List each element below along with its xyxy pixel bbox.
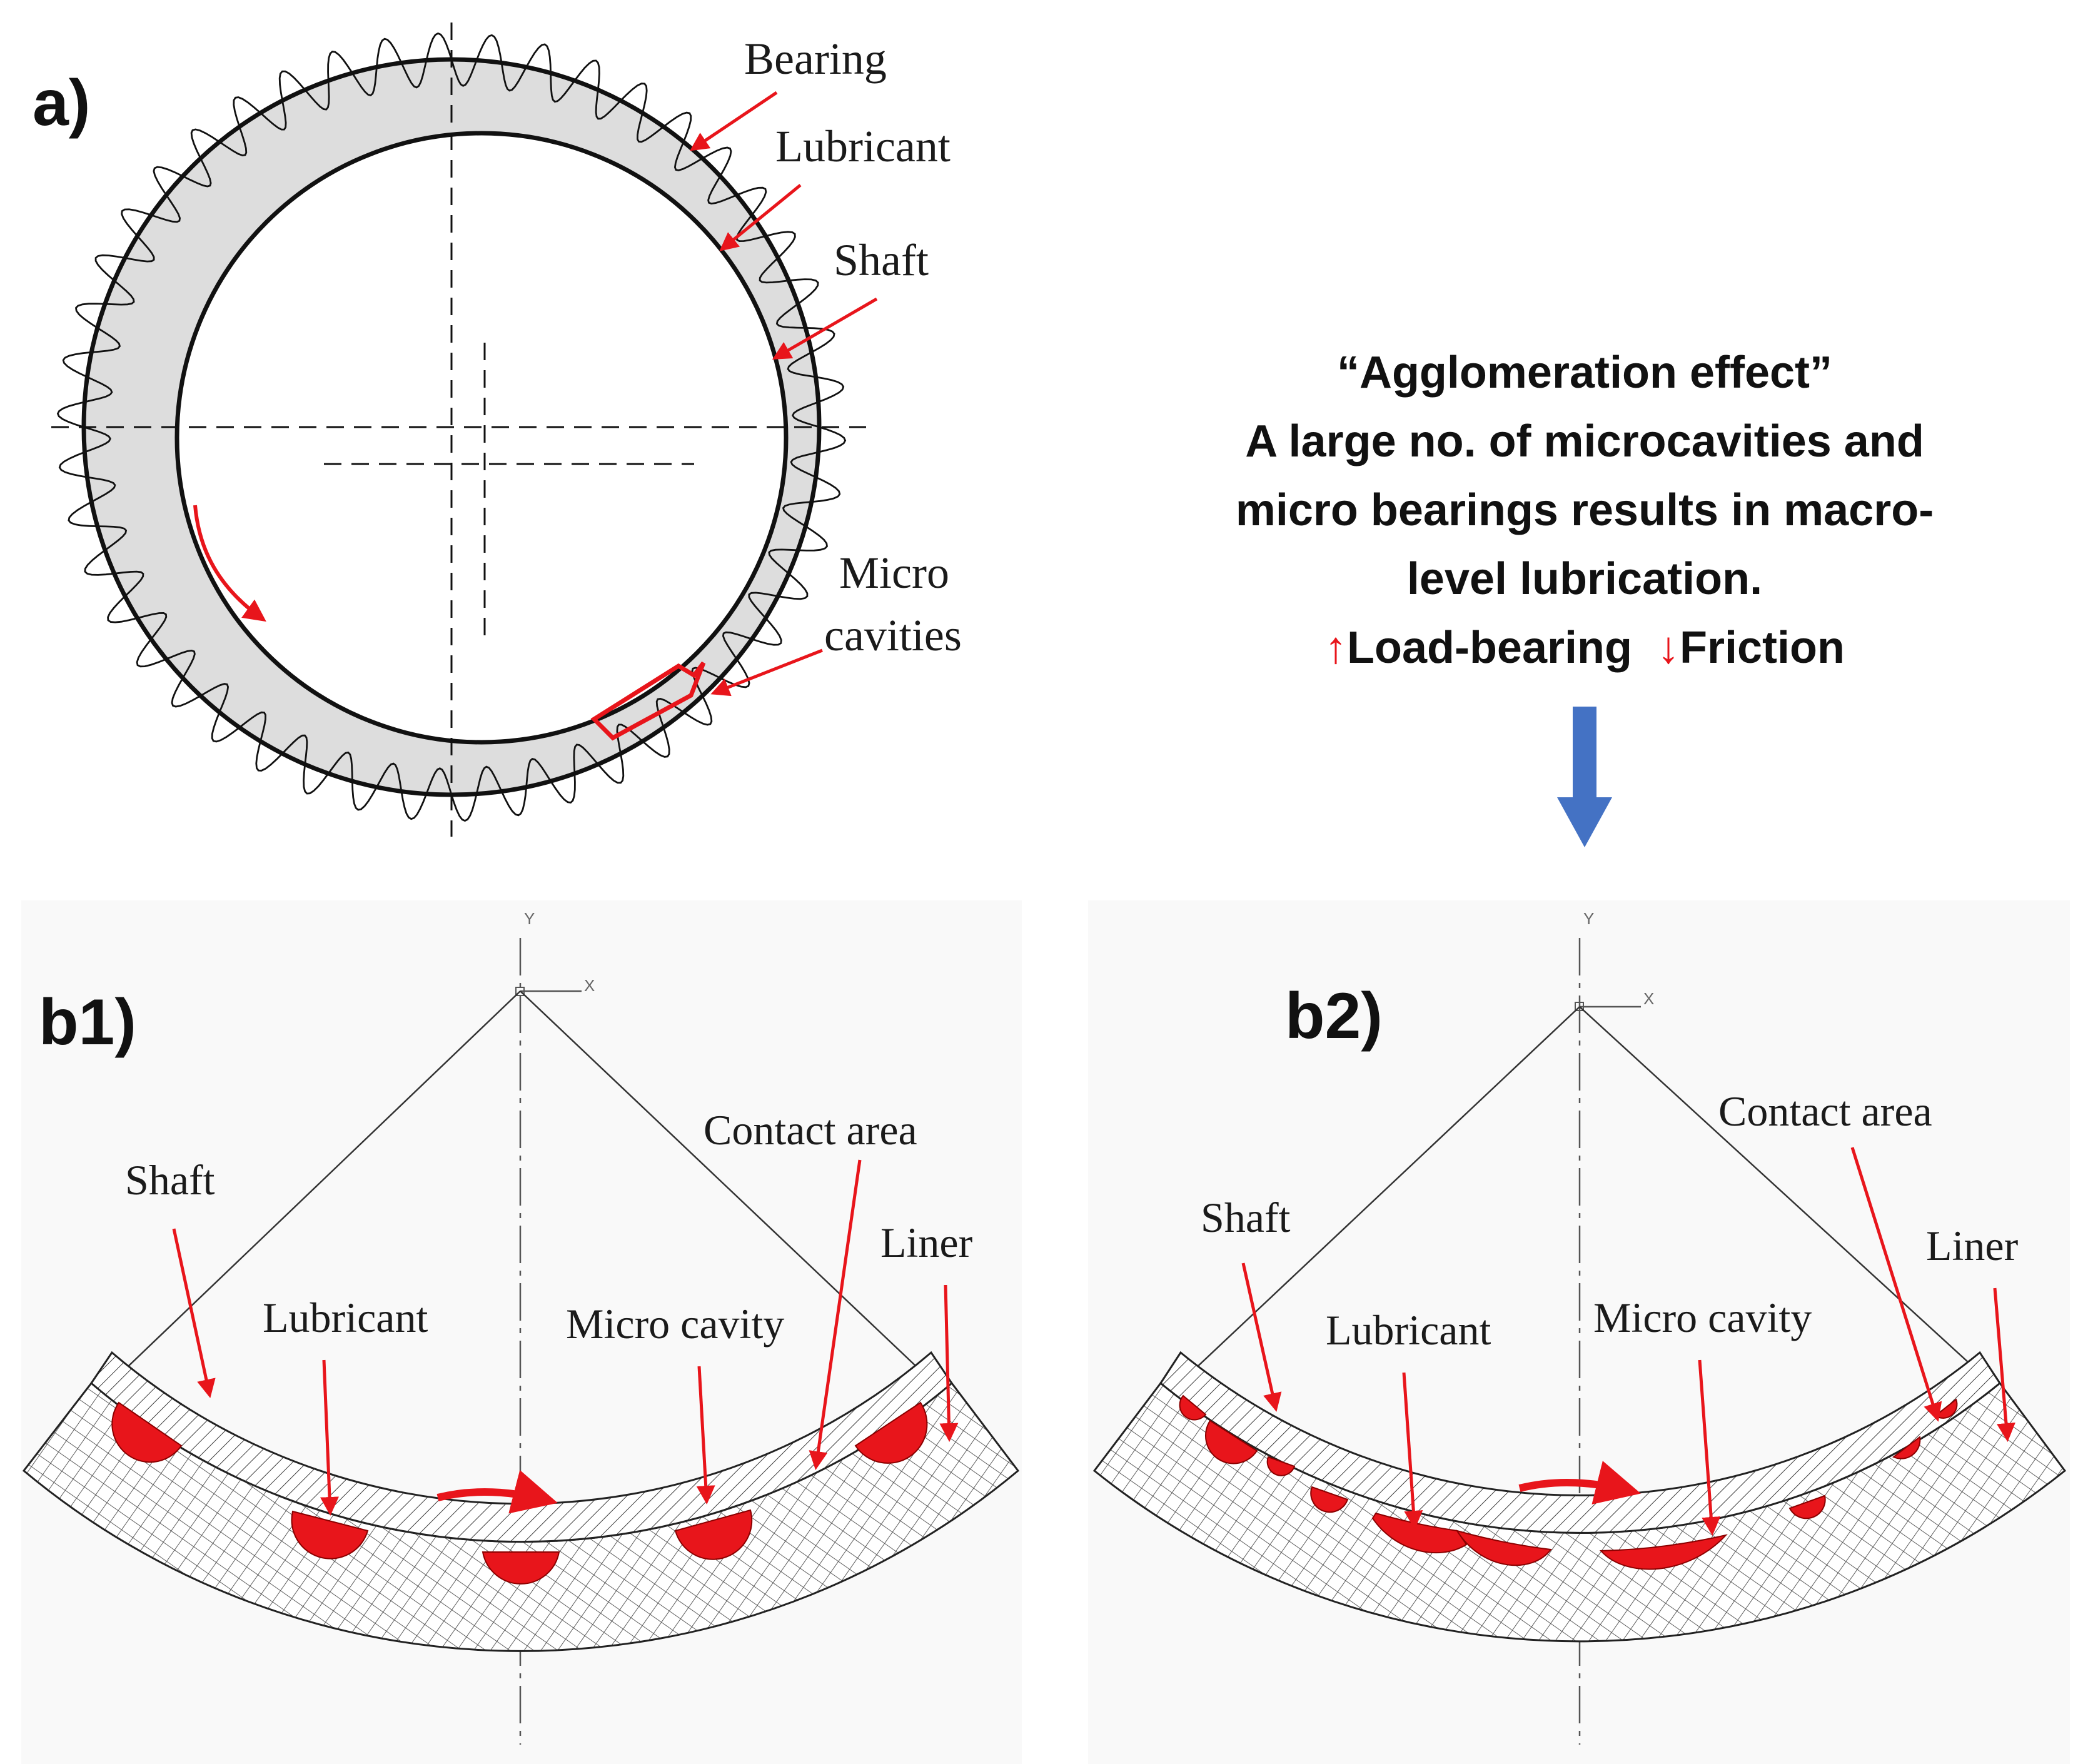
b1-origin-marker — [515, 987, 525, 996]
b2-origin-marker — [1575, 1002, 1584, 1011]
journal-bearing-cross-section — [51, 23, 866, 837]
b2-shaft-layer — [1159, 1351, 2001, 1534]
b1-callout-liner-arrow — [939, 1284, 959, 1442]
b2-sector-left-edge — [1194, 1006, 1580, 1370]
b1-sector-right-edge — [520, 990, 917, 1367]
b1-callout-micro-cavity-label: Micro cavity — [566, 1300, 784, 1348]
b2-micro-cavity — [1455, 1530, 1552, 1566]
b2-micro-cavities — [1179, 1394, 1958, 1570]
b1-x-axis-label: X — [584, 976, 595, 995]
b2-callout-micro-cavity-label: Micro cavity — [1593, 1294, 1812, 1341]
b1-micro-cavity — [482, 1551, 560, 1585]
callout-shaft-arrow — [772, 297, 878, 360]
b1-shaft-layer — [90, 1351, 953, 1543]
b2-callout-contact-area-arrow — [1850, 1147, 1942, 1422]
b2-callout-contact-area-label: Contact area — [1718, 1087, 1932, 1135]
load-bearing-label: Load-bearing — [1347, 623, 1632, 673]
panel-a-callouts: Bearing Lubricant Shaft Micro cavities — [690, 34, 962, 697]
panel-b2-label: b2) — [1285, 980, 1383, 1052]
panel-a-label: a) — [33, 67, 90, 139]
b1-callout-lubricant-arrow — [320, 1359, 340, 1516]
b2-micro-cavity — [1266, 1456, 1296, 1476]
b1-micro-cavities — [111, 1401, 928, 1585]
b2-micro-cavity — [1310, 1486, 1349, 1513]
summary-effects-line: ↑Load-bearing ↓Friction — [1324, 623, 1845, 673]
b2-micro-cavity — [1179, 1394, 1207, 1421]
panel-b1-label: b1) — [39, 986, 136, 1059]
b1-micro-cavity — [111, 1401, 183, 1463]
summary-line-3: micro bearings results in macro- — [1236, 485, 1934, 535]
b1-callout-liner-label: Liner — [880, 1219, 973, 1266]
decrease-arrow-icon: ↓ — [1657, 623, 1680, 673]
b2-callouts: Shaft Lubricant Micro cavity Contact are… — [1201, 1087, 2019, 1536]
b1-callout-micro-cavity-arrow — [696, 1366, 715, 1504]
callout-shaft-label: Shaft — [834, 235, 929, 285]
b1-micro-cavity — [674, 1509, 753, 1560]
increase-arrow-icon: ↑ — [1324, 623, 1347, 673]
b1-micro-cavity — [291, 1510, 369, 1560]
rotation-arrow — [193, 505, 266, 622]
b2-callout-liner-label: Liner — [1926, 1222, 2019, 1269]
panel-a: a) Bearing Lubricant Shaft Micro cavitie… — [33, 23, 962, 837]
b2-callout-micro-cavity-arrow — [1698, 1359, 1721, 1536]
b1-callout-contact-area-arrow — [809, 1159, 862, 1470]
summary-line-2: A large no. of microcavities and — [1245, 416, 1924, 466]
b2-callout-liner-arrow — [1993, 1288, 2015, 1442]
panel-b2: b2) Y X Shaft Lubricant Micro c — [1088, 900, 2070, 1764]
callout-bearing-label: Bearing — [744, 34, 887, 84]
callout-bearing-arrow — [690, 91, 778, 151]
b1-flow-arrow — [436, 1469, 558, 1514]
callout-micro-cavities-label-line1: Micro — [839, 548, 949, 598]
b2-callout-lubricant-label: Lubricant — [1326, 1306, 1491, 1354]
b2-callout-shaft-label: Shaft — [1201, 1194, 1291, 1241]
callout-lubricant-label: Lubricant — [775, 121, 951, 171]
callout-micro-cavities-label-line2: cavities — [824, 610, 962, 660]
b1-callout-lubricant-label: Lubricant — [263, 1294, 428, 1341]
b1-callout-contact-area-label: Contact area — [704, 1106, 917, 1154]
summary-line-4: level lubrication. — [1407, 554, 1762, 604]
b2-sector-right-edge — [1579, 1006, 1977, 1370]
b2-micro-cavity — [1599, 1534, 1728, 1570]
b1-sector-left-edge — [128, 990, 521, 1367]
b2-callout-shaft-arrow — [1241, 1263, 1282, 1412]
summary-text-block: “Agglomeration effect” A large no. of mi… — [1236, 348, 1934, 847]
friction-label: Friction — [1680, 623, 1845, 673]
b2-micro-cavity — [1788, 1494, 1826, 1520]
b1-micro-cavity — [854, 1401, 928, 1464]
blue-down-arrow-icon — [1557, 707, 1612, 847]
b1-callouts: Shaft Lubricant Micro cavity Contact are… — [125, 1106, 973, 1516]
callout-micro-cavities-arrow — [710, 648, 823, 697]
b1-y-axis-label: Y — [524, 909, 535, 928]
b2-flow-arrow — [1518, 1461, 1641, 1504]
callout-lubricant-arrow — [719, 184, 802, 251]
summary-line-1: “Agglomeration effect” — [1337, 348, 1832, 398]
b2-y-axis-label: Y — [1583, 909, 1594, 928]
micro-cavity-outline — [590, 661, 706, 741]
shaft-circle — [174, 131, 789, 745]
b1-callout-shaft-label: Shaft — [125, 1156, 215, 1204]
b2-micro-cavity — [1205, 1419, 1258, 1464]
b2-callout-lubricant-arrow — [1402, 1372, 1423, 1530]
b2-x-axis-label: X — [1643, 989, 1654, 1008]
b2-micro-cavity — [1892, 1436, 1921, 1459]
b1-callout-shaft-arrow — [172, 1228, 216, 1398]
panel-b1: b1) Y X Shaft Lubricant Micro cavity Con… — [21, 900, 1022, 1764]
